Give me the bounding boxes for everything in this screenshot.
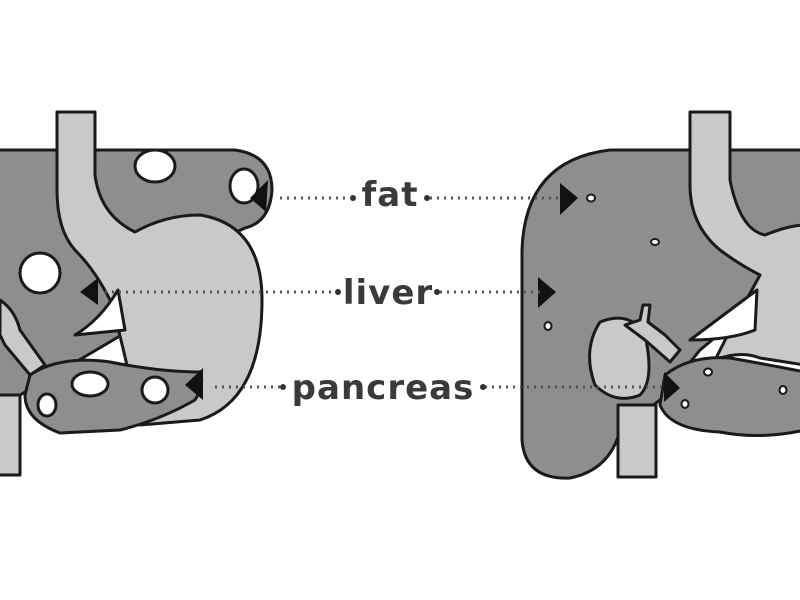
arrow-icon xyxy=(560,183,578,215)
left-duct xyxy=(0,298,47,377)
label-fat: fat xyxy=(362,175,419,215)
right-gap xyxy=(688,288,759,342)
left-gap xyxy=(73,288,127,337)
right-bile-duct xyxy=(623,303,682,364)
left-organs-fatty xyxy=(0,110,274,477)
right-pancreas xyxy=(658,356,800,438)
right-vessel xyxy=(616,403,658,479)
right-arrow-icons xyxy=(538,183,680,402)
leader-lines xyxy=(105,195,662,390)
left-arrow-icons xyxy=(80,180,268,400)
small-fat-droplets xyxy=(543,193,788,409)
left-vessel xyxy=(0,393,22,477)
label-liver: liver xyxy=(343,273,433,313)
label-pancreas: pancreas xyxy=(292,368,475,408)
arrow-icon xyxy=(664,372,680,402)
arrow-icon xyxy=(250,180,268,212)
fat-droplets xyxy=(18,148,260,418)
left-stomach xyxy=(55,110,264,427)
right-organs-normal xyxy=(520,110,800,480)
arrow-icon xyxy=(538,277,556,308)
arrow-icon xyxy=(80,278,98,305)
arrow-icon xyxy=(185,368,203,400)
